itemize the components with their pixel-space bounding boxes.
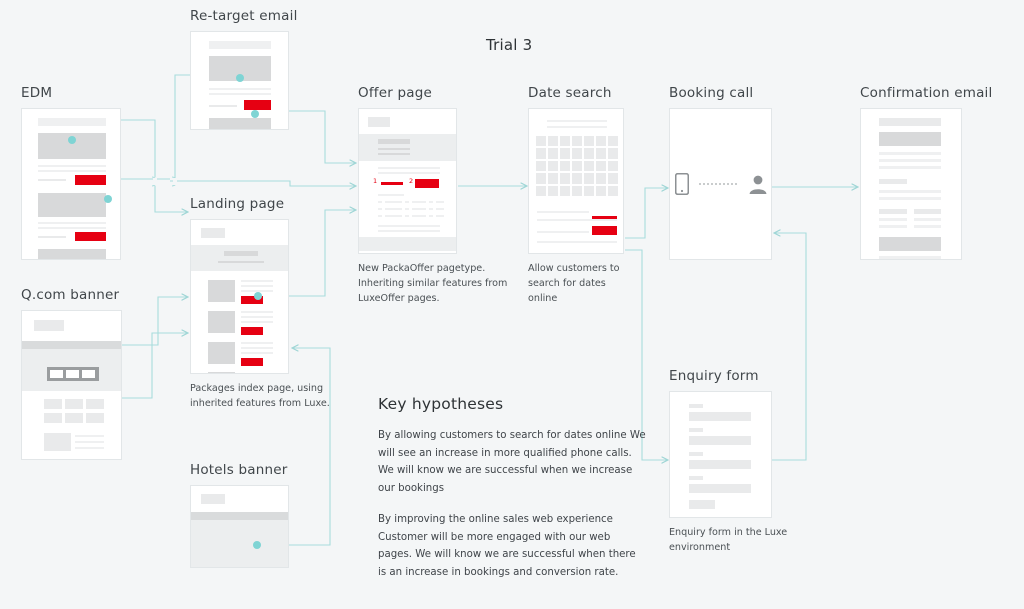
landing-page-card[interactable]: [190, 219, 289, 374]
edm-anchor-top: [68, 136, 76, 144]
key-hypotheses-block: Key hypotheses By allowing customers to …: [378, 395, 646, 595]
offer-page-card[interactable]: 1 2: [358, 108, 457, 254]
calendar-day-cell[interactable]: [608, 148, 618, 159]
calendar-day-cell[interactable]: [536, 185, 546, 196]
node-booking-call-label: Booking call: [669, 85, 754, 101]
hypothesis-item-1: By allowing customers to search for date…: [378, 430, 646, 494]
booking-call-card[interactable]: [669, 108, 772, 260]
page-title: Trial 3: [486, 36, 533, 54]
calendar-day-cell[interactable]: [584, 136, 594, 147]
node-retarget-email-label: Re-target email: [190, 8, 298, 24]
node-confirmation-email[interactable]: Confirmation email: [860, 85, 992, 260]
calendar-day-cell[interactable]: [560, 148, 570, 159]
hotels-banner-card[interactable]: [190, 485, 289, 568]
calendar-day-cell[interactable]: [584, 185, 594, 196]
calendar-day-cell[interactable]: [572, 160, 582, 172]
calendar-day-cell[interactable]: [596, 148, 606, 159]
calendar-day-cell[interactable]: [572, 185, 582, 196]
qcom-banner-card[interactable]: [21, 310, 122, 460]
calendar-day-cell[interactable]: [608, 136, 618, 147]
node-booking-call[interactable]: Booking call: [669, 85, 772, 260]
retarget-email-card[interactable]: [190, 31, 289, 130]
date-search-card[interactable]: [528, 108, 624, 254]
calendar-day-cell[interactable]: [536, 136, 546, 147]
calendar-day-cell[interactable]: [548, 173, 558, 184]
confirmation-email-card[interactable]: [860, 108, 962, 260]
landing-anchor-cta: [254, 292, 262, 300]
node-edm[interactable]: EDM: [21, 85, 121, 260]
calendar-day-cell[interactable]: [584, 160, 594, 172]
calendar-day-cell[interactable]: [560, 173, 570, 184]
calendar-day-cell[interactable]: [536, 148, 546, 159]
enquiry-form-caption: Enquiry form in the Luxe environment: [669, 527, 788, 553]
calendar-day-cell[interactable]: [572, 173, 582, 184]
calendar-day-cell[interactable]: [572, 136, 582, 147]
person-icon: [749, 175, 766, 194]
node-enquiry-form[interactable]: Enquiry form Enquiry form in the Luxe en…: [669, 368, 797, 556]
calendar-day-cell[interactable]: [608, 173, 618, 184]
calendar-day-cell[interactable]: [608, 160, 618, 172]
calendar-day-cell[interactable]: [596, 136, 606, 147]
mobile-phone-icon: [674, 173, 689, 195]
hypothesis-item-2: By improving the online sales web experi…: [378, 514, 636, 578]
calendar-day-cell[interactable]: [584, 148, 594, 159]
calendar-day-cell[interactable]: [548, 185, 558, 196]
calendar-day-cell[interactable]: [596, 185, 606, 196]
calendar-day-cell[interactable]: [572, 148, 582, 159]
node-hotels-banner-label: Hotels banner: [190, 462, 288, 478]
calendar-day-cell[interactable]: [548, 148, 558, 159]
offer-marker-1: 1: [373, 177, 378, 185]
calendar-day-cell[interactable]: [608, 185, 618, 196]
retarget-anchor-cta: [251, 110, 259, 118]
retarget-anchor-hero: [236, 74, 244, 82]
calendar-day-cell[interactable]: [536, 173, 546, 184]
calendar-day-cell[interactable]: [548, 160, 558, 172]
edm-anchor-cta: [104, 195, 112, 203]
key-hypotheses-heading: Key hypotheses: [378, 395, 504, 413]
node-landing-page[interactable]: Landing page Packages index page, using …: [190, 196, 340, 412]
node-qcom-banner[interactable]: Q.com banner: [21, 287, 122, 460]
landing-page-caption: Packages index page, using inherited fea…: [190, 383, 330, 409]
calendar-day-cell[interactable]: [548, 136, 558, 147]
calendar-grid[interactable]: [536, 136, 618, 196]
node-edm-label: EDM: [21, 85, 53, 101]
node-date-search-label: Date search: [528, 85, 612, 101]
calendar-day-cell[interactable]: [560, 185, 570, 196]
node-hotels-banner[interactable]: Hotels banner: [190, 462, 289, 568]
calendar-day-cell[interactable]: [596, 173, 606, 184]
node-retarget-email[interactable]: Re-target email: [190, 8, 298, 130]
calendar-day-cell[interactable]: [536, 160, 546, 172]
date-search-caption: Allow customers to search for dates onli…: [528, 263, 620, 304]
offer-page-caption: New PackaOffer pagetype. Inheriting simi…: [358, 263, 508, 304]
node-date-search[interactable]: Date search Allow customers to search fo…: [528, 85, 638, 307]
node-confirmation-email-label: Confirmation email: [860, 85, 993, 101]
edm-card[interactable]: [21, 108, 121, 260]
node-qcom-banner-label: Q.com banner: [21, 287, 120, 303]
calendar-day-cell[interactable]: [596, 160, 606, 172]
calendar-day-cell[interactable]: [560, 136, 570, 147]
node-landing-page-label: Landing page: [190, 196, 285, 212]
calendar-day-cell[interactable]: [584, 173, 594, 184]
calendar-day-cell[interactable]: [560, 160, 570, 172]
offer-marker-2: 2: [409, 177, 414, 185]
node-offer-page-label: Offer page: [358, 85, 432, 101]
node-offer-page[interactable]: Offer page 1 2: [358, 85, 508, 307]
enquiry-form-card[interactable]: [669, 391, 772, 518]
call-link-dashes-icon: [698, 183, 739, 185]
hotels-anchor: [253, 541, 261, 549]
node-enquiry-form-label: Enquiry form: [669, 368, 759, 384]
